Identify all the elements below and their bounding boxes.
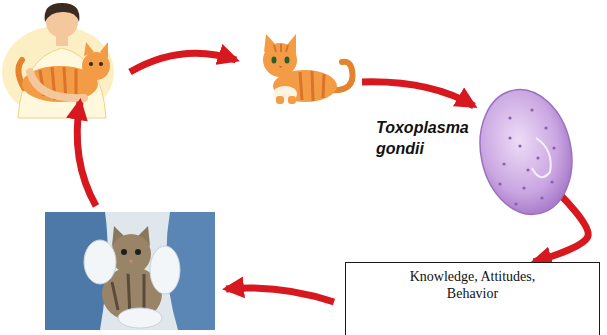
oocyst-granule [502, 162, 505, 165]
person-ground [2, 26, 114, 118]
kitten-head [111, 234, 151, 274]
person-hair [45, 3, 80, 22]
oocyst-granule [508, 116, 511, 119]
box-label: Knowledge, Attitudes, Behavior [390, 269, 555, 303]
oocyst-granule [530, 108, 533, 111]
cat-eye [272, 57, 277, 64]
photo-ground [45, 212, 215, 330]
oocyst-granule [514, 202, 517, 205]
cat-nose [279, 66, 282, 68]
cat-stripes [300, 71, 324, 101]
kitten-nose [129, 260, 133, 263]
kitten-eye [121, 249, 127, 255]
oocyst-inner [532, 138, 551, 177]
person-arm [30, 72, 84, 98]
oocyst-granule [550, 180, 553, 183]
cat-eye [285, 57, 290, 64]
oocyst-granule [508, 136, 511, 139]
oocyst-granule [536, 156, 539, 159]
oocyst-outline [480, 88, 572, 216]
oocyst-node: Toxoplasma gondii [480, 88, 572, 216]
oocyst-granule [518, 144, 521, 147]
organism-label: Toxoplasma gondii [376, 118, 476, 160]
vet-photo [45, 212, 215, 330]
oocyst-granule [522, 186, 525, 189]
gloved-hand [118, 308, 162, 328]
oocyst-granule [526, 168, 529, 171]
gloved-hand [84, 240, 116, 284]
cat-eye [99, 62, 103, 66]
oocyst-granule [540, 196, 543, 199]
oocyst-granule [552, 146, 555, 149]
oocyst-granule [544, 126, 547, 129]
cat-paw [276, 96, 284, 104]
cat-stripes [274, 44, 288, 52]
oocyst-granule [498, 182, 501, 185]
cycle-arrow [77, 102, 96, 206]
cat-head [82, 52, 110, 80]
cycle-arrow [130, 53, 236, 72]
cat-figure [263, 34, 353, 104]
cycle-arrow [362, 82, 474, 106]
cat-paw [288, 96, 296, 104]
kitten-eye [135, 249, 141, 255]
cat-eye [89, 62, 93, 66]
cat-head [263, 43, 297, 77]
cycle-arrow [226, 288, 334, 302]
oocyst-body [469, 81, 583, 223]
process-box: Knowledge, Attitudes, Behavior [345, 262, 600, 335]
gloved-hand [150, 246, 180, 294]
person-with-cat [2, 3, 114, 118]
